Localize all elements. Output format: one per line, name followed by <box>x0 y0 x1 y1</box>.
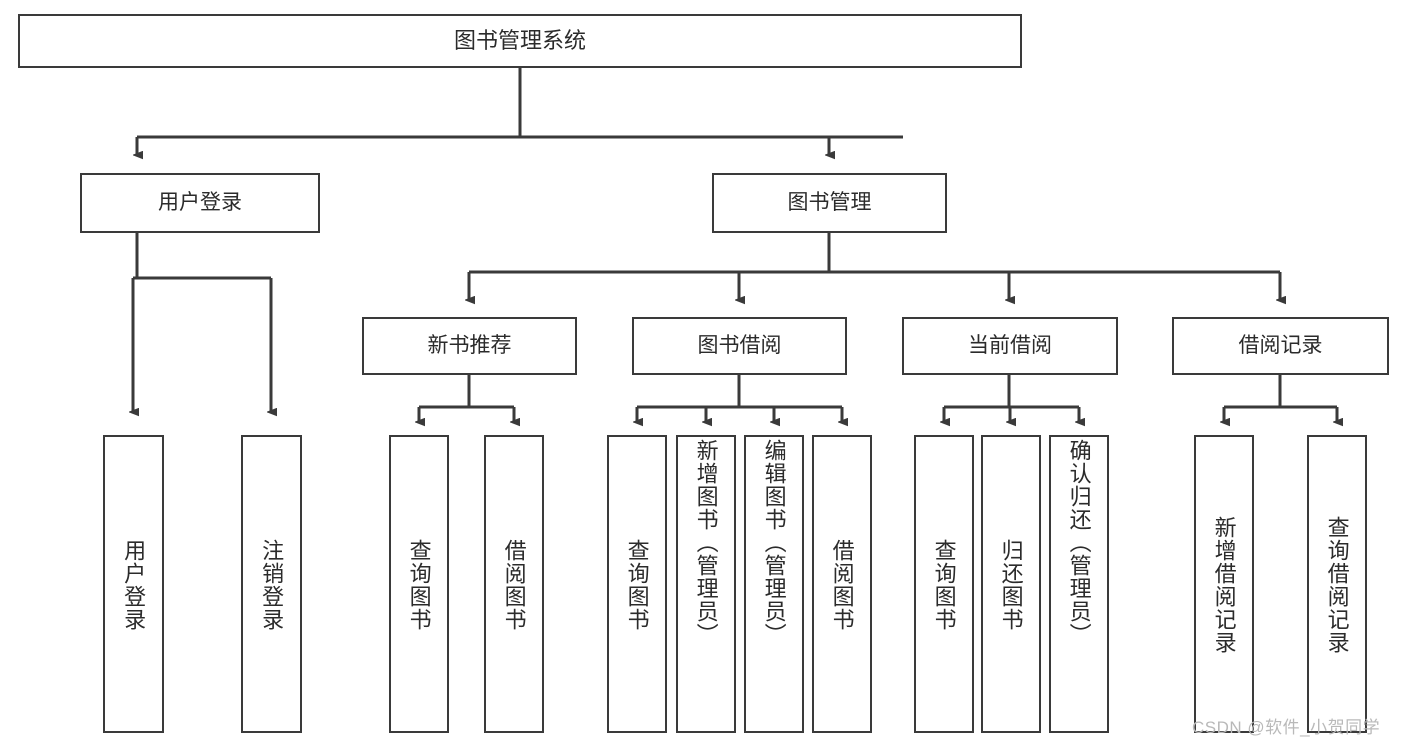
node-book-borrow-label: 图书借阅 <box>697 333 782 357</box>
node-leaf-confirm-return-label: 确认归还（管理员） <box>1066 439 1092 646</box>
node-book-manage-label: 图书管理 <box>787 190 872 214</box>
node-book-borrow[interactable]: 图书借阅 <box>632 317 847 375</box>
node-leaf-borrow-book-1-label: 借阅图书 <box>501 539 527 631</box>
node-leaf-query-book-1-label: 查询图书 <box>406 539 432 631</box>
node-new-book-rec[interactable]: 新书推荐 <box>362 317 577 375</box>
node-root-label: 图书管理系统 <box>453 28 586 54</box>
node-leaf-borrow-book-1[interactable]: 借阅图书 <box>484 435 544 733</box>
node-leaf-add-book[interactable]: 新增图书（管理员） <box>676 435 736 733</box>
node-leaf-user-login[interactable]: 用户登录 <box>103 435 164 733</box>
node-leaf-query-book-2[interactable]: 查询图书 <box>607 435 667 733</box>
node-leaf-add-record-label: 新增借阅记录 <box>1211 516 1237 654</box>
node-borrow-record-label: 借阅记录 <box>1238 333 1323 357</box>
node-book-manage[interactable]: 图书管理 <box>712 173 947 233</box>
node-current-borrow[interactable]: 当前借阅 <box>902 317 1118 375</box>
node-leaf-logout-login-label: 注销登录 <box>259 539 285 631</box>
node-user-login[interactable]: 用户登录 <box>80 173 320 233</box>
node-leaf-edit-book[interactable]: 编辑图书（管理员） <box>744 435 804 733</box>
node-leaf-borrow-book-2-label: 借阅图书 <box>829 539 855 631</box>
node-leaf-return-book-label: 归还图书 <box>998 539 1024 631</box>
node-leaf-query-book-2-label: 查询图书 <box>624 539 650 631</box>
node-leaf-query-book-3[interactable]: 查询图书 <box>914 435 974 733</box>
node-root[interactable]: 图书管理系统 <box>18 14 1022 68</box>
node-leaf-edit-book-label: 编辑图书（管理员） <box>761 439 787 646</box>
node-leaf-query-record[interactable]: 查询借阅记录 <box>1307 435 1367 733</box>
node-leaf-add-book-label: 新增图书（管理员） <box>693 439 719 646</box>
node-new-book-rec-label: 新书推荐 <box>427 333 512 357</box>
node-leaf-user-login-label: 用户登录 <box>121 539 147 631</box>
node-leaf-query-book-3-label: 查询图书 <box>931 539 957 631</box>
node-leaf-return-book[interactable]: 归还图书 <box>981 435 1041 733</box>
node-leaf-add-record[interactable]: 新增借阅记录 <box>1194 435 1254 733</box>
node-leaf-borrow-book-2[interactable]: 借阅图书 <box>812 435 872 733</box>
node-leaf-confirm-return[interactable]: 确认归还（管理员） <box>1049 435 1109 733</box>
node-borrow-record[interactable]: 借阅记录 <box>1172 317 1389 375</box>
node-user-login-label: 用户登录 <box>158 190 242 214</box>
node-leaf-query-book-1[interactable]: 查询图书 <box>389 435 449 733</box>
node-leaf-logout-login[interactable]: 注销登录 <box>241 435 302 733</box>
node-leaf-query-record-label: 查询借阅记录 <box>1324 516 1350 654</box>
node-current-borrow-label: 当前借阅 <box>968 333 1052 357</box>
